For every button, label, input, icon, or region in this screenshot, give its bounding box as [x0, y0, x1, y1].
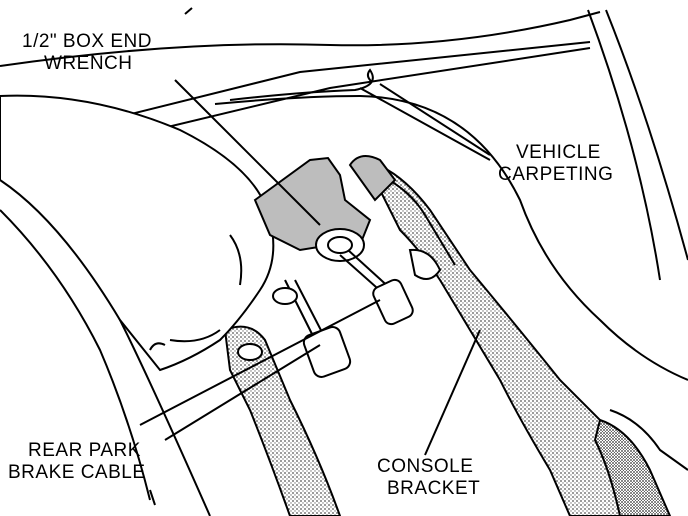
vehicle-body-outline	[0, 7, 688, 281]
carpeting-label-line-2: CARPETING	[498, 164, 614, 185]
wrench-label: 1/2" BOX END WRENCH	[22, 31, 152, 75]
leader-lines	[139, 79, 491, 456]
cable-label: REAR PARK BRAKE CABLE	[8, 440, 146, 484]
hand	[0, 94, 275, 372]
cable-housing	[223, 325, 342, 516]
vehicle-carpeting	[214, 68, 688, 471]
carpeting-label-line-1: VEHICLE	[516, 142, 601, 163]
wrench-label-line-2: WRENCH	[44, 53, 133, 74]
console-bracket	[363, 158, 672, 516]
bracket-label-line-1: CONSOLE	[377, 456, 474, 477]
carpeting-label: VEHICLE CARPETING	[498, 142, 613, 186]
bracket-label: CONSOLE BRACKET	[377, 456, 480, 500]
cable-label-line-2: BRAKE CABLE	[8, 462, 146, 483]
cable-label-line-1: REAR PARK	[28, 440, 141, 461]
box-end-wrench	[253, 155, 397, 262]
bracket-label-line-2: BRACKET	[387, 478, 481, 499]
wrench-label-line-1: 1/2" BOX END	[22, 31, 152, 52]
